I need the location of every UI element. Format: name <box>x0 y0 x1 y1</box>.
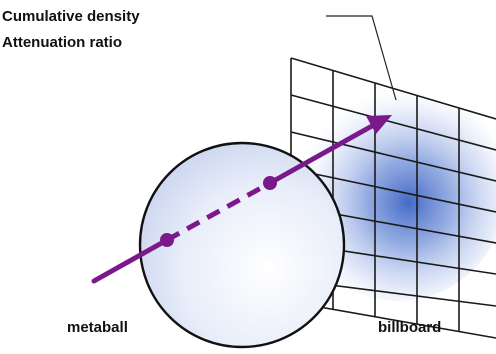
metaball-label: metaball <box>67 319 128 336</box>
arrow-head-icon <box>366 115 392 134</box>
ray-entry-point <box>160 233 174 247</box>
attenuation-ratio-label: Attenuation ratio <box>2 34 122 51</box>
ray-outgoing <box>268 123 374 186</box>
ray-exit-point <box>263 176 277 190</box>
label-leader-line <box>326 15 397 101</box>
ray-incoming <box>91 237 170 284</box>
ray-inside-dashed <box>165 180 272 243</box>
cumulative-density-label: Cumulative density <box>2 8 140 25</box>
metaball-sphere <box>138 141 346 349</box>
billboard-label: billboard <box>378 319 442 336</box>
